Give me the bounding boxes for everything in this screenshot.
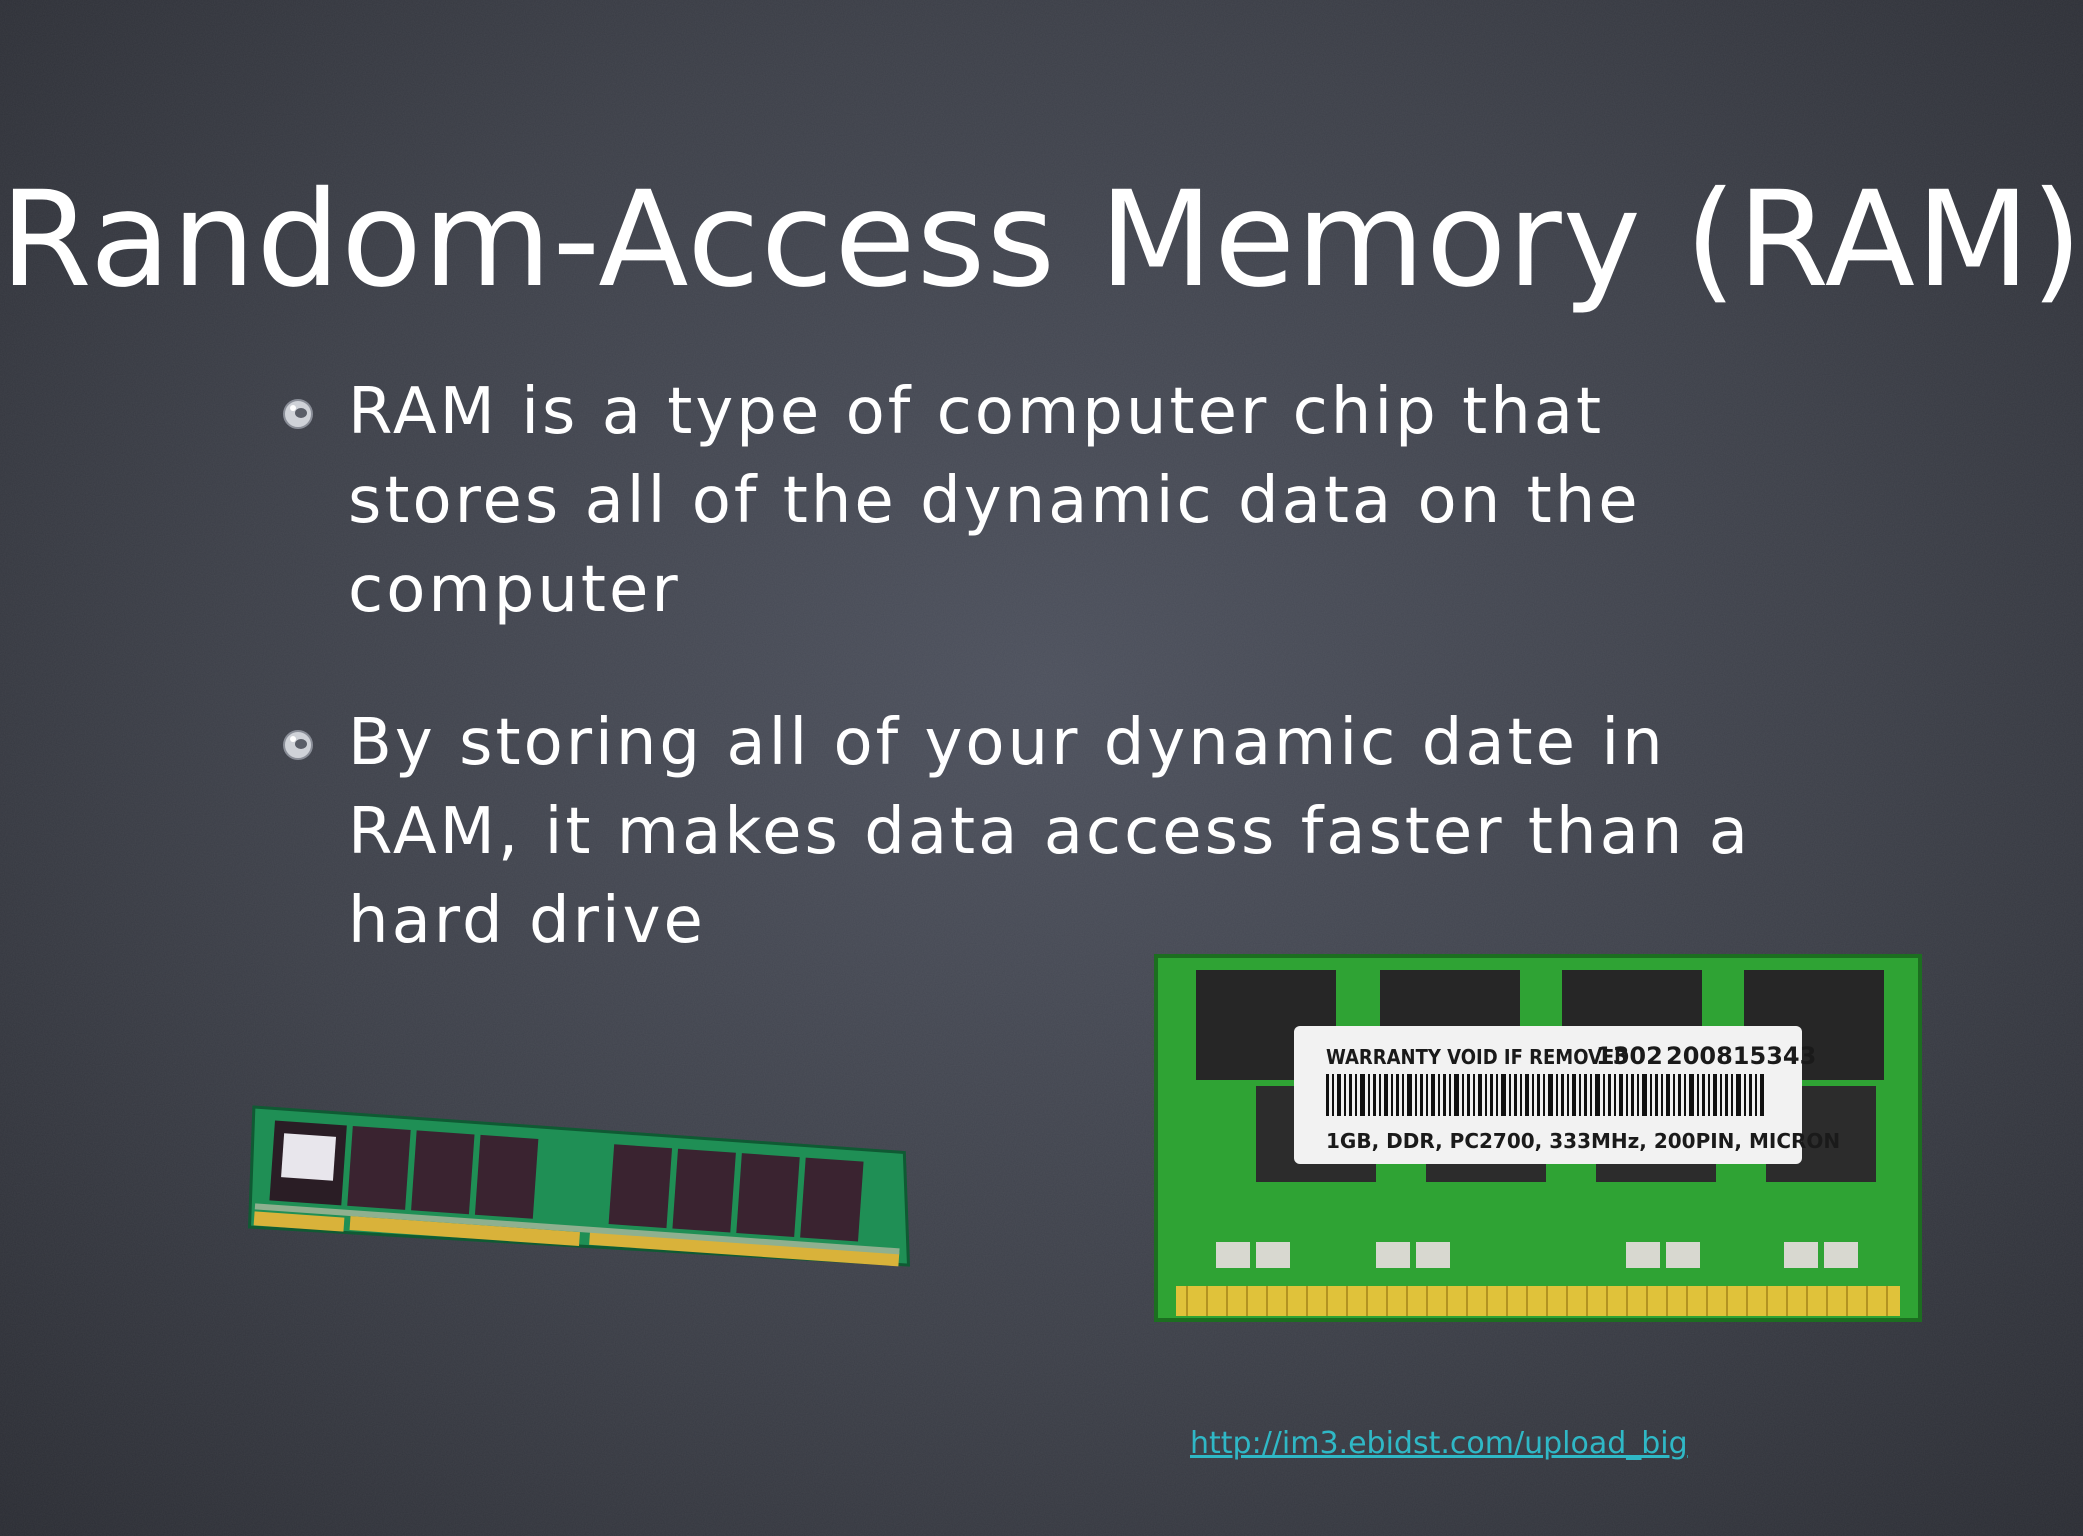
bullet-list: RAM is a type of computer chip that stor… xyxy=(280,368,1820,1030)
label-serial: 200815343 xyxy=(1666,1042,1816,1070)
bullet-text: By storing all of your dynamic date in R… xyxy=(348,706,1751,958)
bullet-icon xyxy=(283,399,313,429)
bullet-item: By storing all of your dynamic date in R… xyxy=(280,699,1820,966)
barcode xyxy=(1326,1074,1764,1116)
bullet-item: RAM is a type of computer chip that stor… xyxy=(280,368,1820,635)
slide-title: Random-Access Memory (RAM) xyxy=(0,163,2083,317)
label-spec: 1GB, DDR, PC2700, 333MHz, 200PIN, MICRON xyxy=(1326,1129,1840,1153)
bullet-text: RAM is a type of computer chip that stor… xyxy=(348,375,1641,627)
source-link[interactable]: http://im3.ebidst.com/upload_big xyxy=(1190,1426,1688,1461)
desktop-ram-image xyxy=(247,1105,911,1267)
laptop-ram-image: WARRANTY VOID IF REMOVED 1302 200815343 xyxy=(1154,954,1922,1322)
bullet-icon xyxy=(283,730,313,760)
label-warranty: WARRANTY VOID IF REMOVED xyxy=(1326,1045,1629,1069)
label-part-code: 1302 xyxy=(1596,1042,1663,1070)
